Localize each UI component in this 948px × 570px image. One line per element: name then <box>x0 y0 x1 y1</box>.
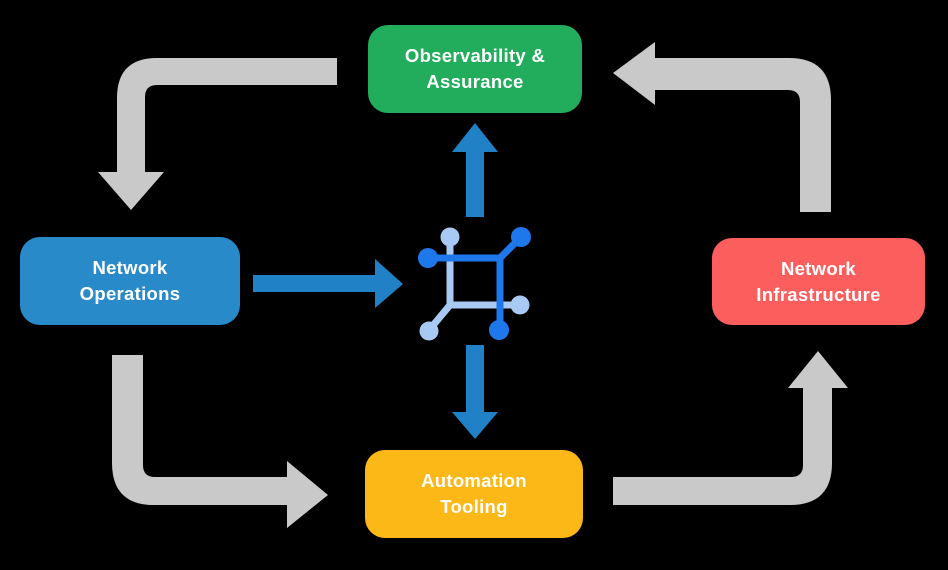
node-network-infrastructure-label: Network Infrastructure <box>756 257 881 305</box>
hub-arrow-hub-to-observability <box>452 123 498 217</box>
node-automation-tooling: Automation Tooling <box>365 450 583 538</box>
icon-light-dots <box>419 227 530 341</box>
cycle-arrow-observability-to-operations <box>98 58 337 210</box>
node-network-infrastructure: Network Infrastructure <box>712 238 925 325</box>
hub-arrow-operations-to-hub <box>253 259 403 308</box>
cycle-arrow-automation-to-infrastructure <box>613 351 848 505</box>
node-observability-assurance-label: Observability & Assurance <box>404 45 546 92</box>
hub-arrow-hub-to-automation <box>452 345 498 439</box>
node-automation-tooling-label: Automation Tooling <box>421 470 527 517</box>
node-network-operations-label: Network Operations <box>79 257 181 304</box>
network-automation-icon <box>418 227 531 341</box>
icon-dark-dots <box>418 227 531 340</box>
cycle-arrow-operations-to-automation <box>112 355 328 528</box>
node-network-operations: Network Operations <box>20 237 240 325</box>
cycle-arrow-infrastructure-to-observability <box>613 42 831 212</box>
node-observability-assurance: Observability & Assurance <box>368 25 582 113</box>
